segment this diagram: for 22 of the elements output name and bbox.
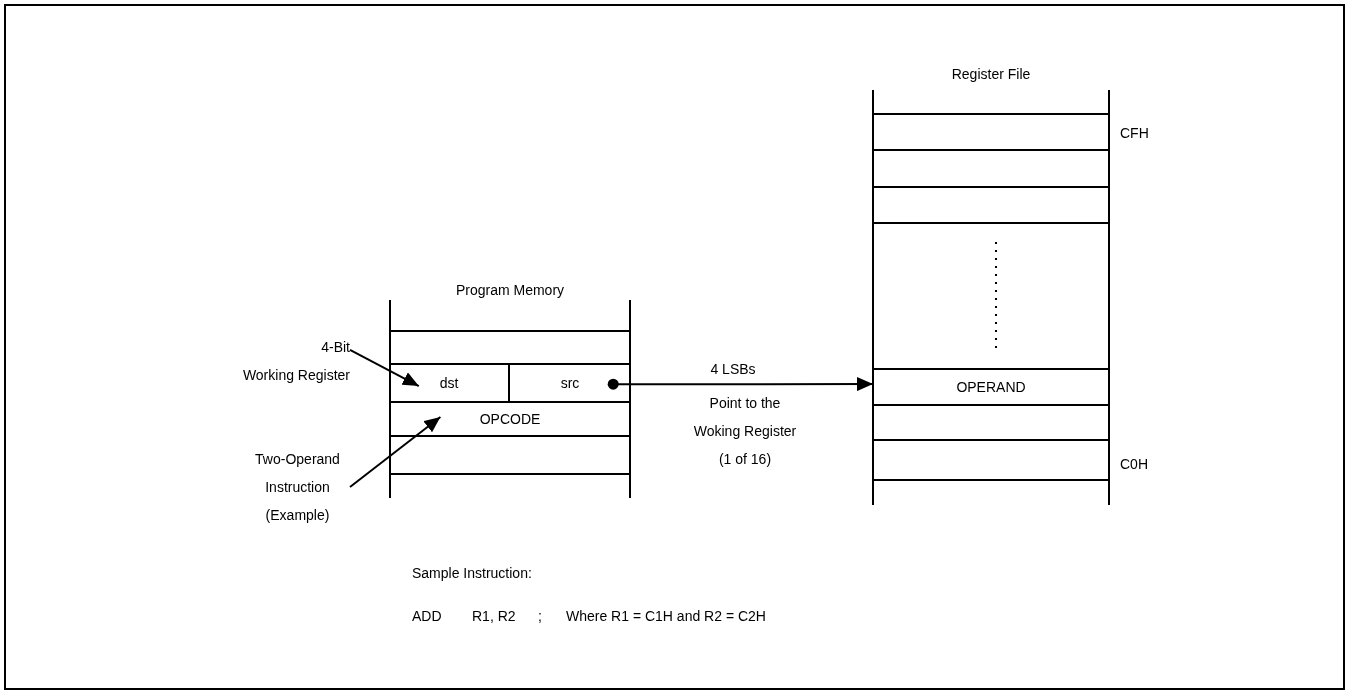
annotation-text: Point to the Woking Register (1 of 16): [692, 394, 798, 469]
leader-arrow: [349, 348, 420, 388]
address-label: C0H: [1120, 455, 1148, 474]
instruction-text: ADD: [412, 607, 442, 626]
memory-block: [388, 282, 632, 498]
instruction-text: ;: [538, 607, 542, 626]
annotation-text: 4-Bit Working Register: [160, 333, 350, 389]
annotation-text: Two-Operand Instruction (Example): [245, 445, 350, 529]
operand-field: dst: [390, 364, 510, 402]
comment-text: Where R1 = C1H and R2 = C2H: [566, 607, 766, 626]
operand-field: src: [510, 364, 630, 402]
block-title: Program Memory: [454, 282, 566, 298]
address-label: CFH: [1120, 124, 1149, 143]
register-file-block: [871, 66, 1111, 505]
caption-text: Sample Instruction:: [412, 564, 532, 583]
register-entry: OPERAND: [873, 369, 1109, 405]
opcode-field: OPCODE: [390, 402, 630, 436]
instruction-text: R1, R2: [472, 607, 516, 626]
pointer-arrow: [607, 377, 874, 392]
edge-label: 4 LSBs: [709, 361, 757, 377]
leader-arrow: [349, 415, 442, 488]
block-title: Register File: [950, 66, 1032, 82]
